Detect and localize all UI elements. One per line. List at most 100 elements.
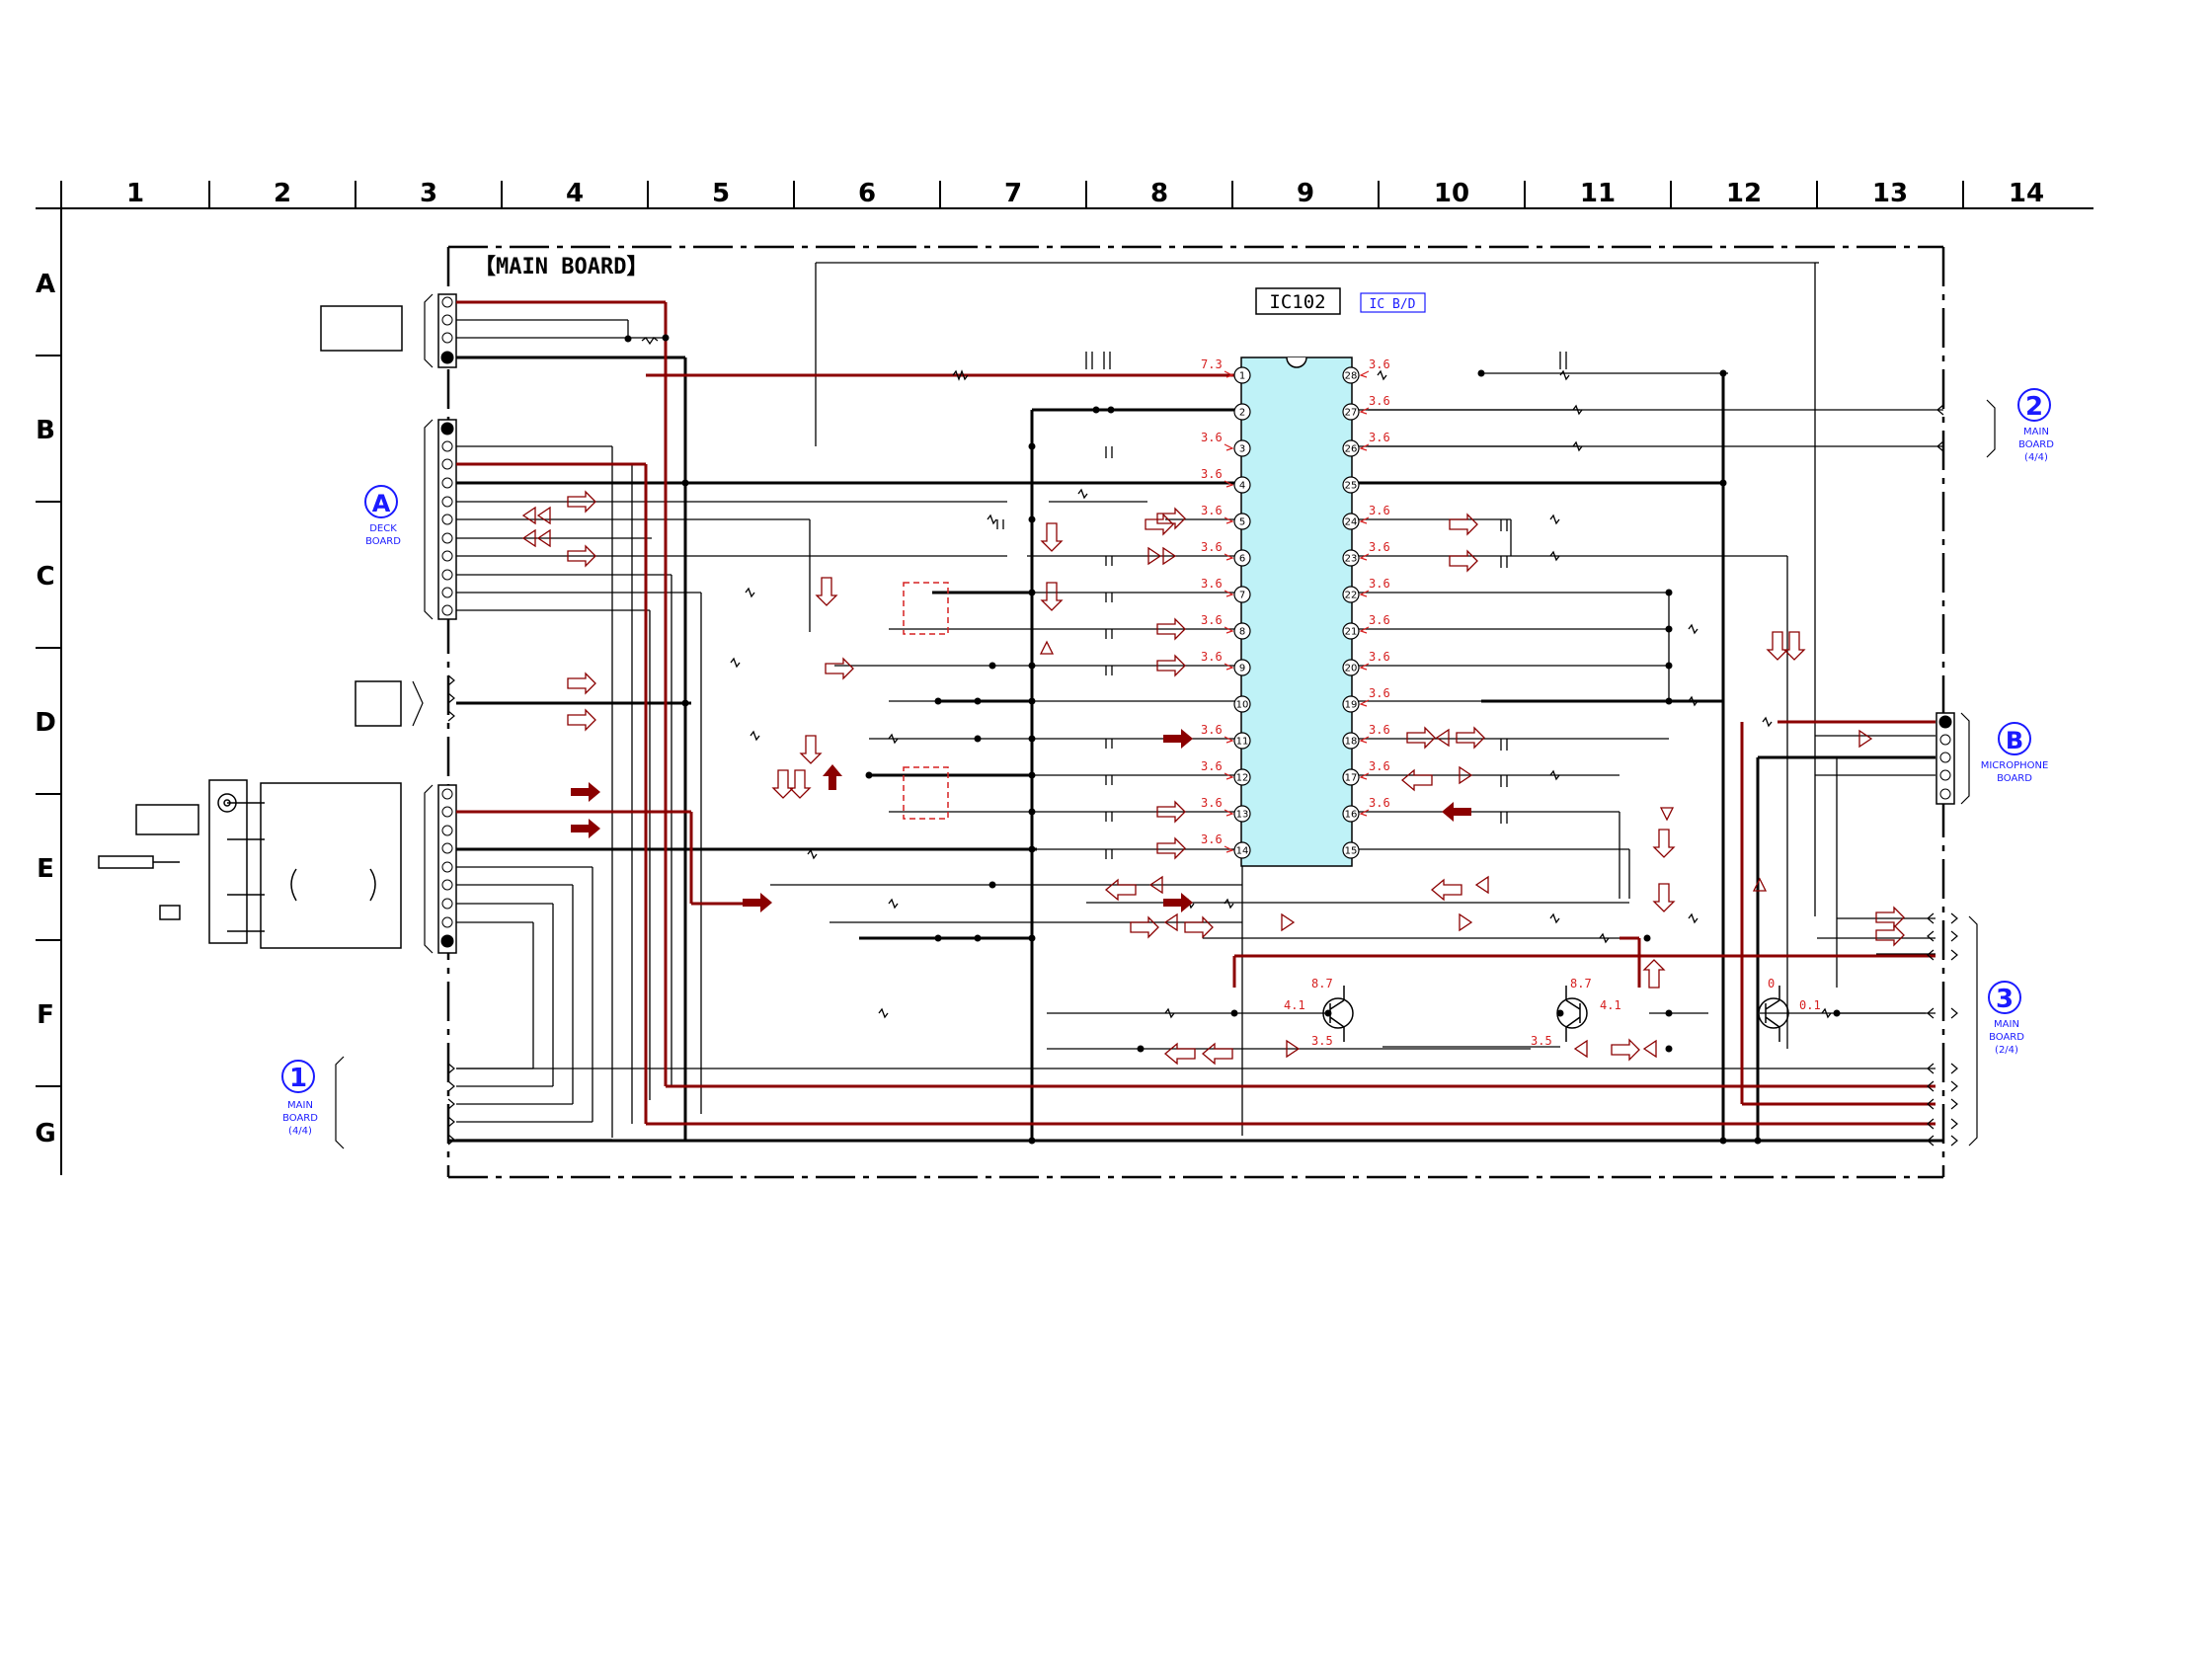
passive-components [641,337,1832,1019]
col-label: 9 [1297,179,1314,208]
q3-base-voltage: 0.1 [1799,998,1821,1012]
svg-text:DECK: DECK [369,523,397,534]
row-dividers [36,355,61,1087]
row-labels: A B C D E F G [35,270,56,1148]
connector-chevrons [447,404,1958,1147]
row-label: A [36,270,55,299]
ic-pin-number: 22 [1345,591,1358,601]
column-dividers [208,181,1964,208]
ic-pin-voltage: 3.6 [1369,540,1390,554]
connector-a-symbol: A [372,490,391,517]
svg-text:BOARD: BOARD [1997,773,2032,784]
left-components [98,305,403,949]
row-label: E [37,854,54,884]
row-label: C [36,562,54,592]
ic-pin-voltage: 3.6 [1201,759,1223,773]
ic-pin: 10 [1233,695,1251,713]
ic-pin-number: 3 [1239,444,1245,455]
ic-pin-voltage: 3.6 [1201,431,1223,444]
ic-pin-number: 12 [1236,773,1249,784]
ic-pins-left: 17.3233.643.653.663.673.683.693.610113.6… [1201,357,1251,859]
col-label: 6 [858,179,876,208]
ic-pin-number: 6 [1239,554,1245,565]
ic-pin: 163.6 [1342,796,1390,823]
svg-text:MAIN: MAIN [2023,427,2049,437]
connector-b: B MICROPHONE BOARD [1981,722,2049,784]
ic-pin-number: 10 [1236,700,1249,711]
ic-pin: 33.6 [1201,431,1251,457]
col-label: 8 [1150,179,1168,208]
ic-pin-voltage: 3.6 [1369,504,1390,517]
col-label: 13 [1872,179,1908,208]
transistor-q1 [1322,986,1354,1042]
svg-text:BOARD: BOARD [365,536,401,547]
ic-pin-voltage: 3.6 [1201,832,1223,846]
ic-pin: 263.6 [1342,431,1390,457]
ic-pin-number: 27 [1345,408,1358,419]
ic-pin-number: 9 [1239,664,1245,674]
transistor-q2 [1556,986,1588,1042]
ic-pin: 2 [1233,403,1251,421]
ic-pin-number: 28 [1345,371,1358,382]
ic-pin: 25 [1342,476,1360,494]
ic-pin: 17.3 [1201,357,1251,384]
ic-pin-number: 18 [1345,737,1358,748]
column-labels: 1 2 3 4 5 6 7 8 9 10 11 12 13 14 [126,179,2044,208]
q2-base-voltage: 4.1 [1600,998,1621,1012]
col-label: 2 [274,179,291,208]
connector-2-symbol: 2 [2025,392,2043,422]
ic-pin-number: 8 [1239,627,1245,638]
grid-frame [36,181,2094,1175]
connector-labels: 1 MAIN BOARD (4/4) 2 MAIN BOARD (4/4) 3 … [281,388,2054,1137]
connector-3: 3 MAIN BOARD (2/4) [1988,981,2024,1056]
ic-pin-voltage: 3.6 [1201,613,1223,627]
svg-text:BOARD: BOARD [282,1113,318,1124]
col-label: 3 [420,179,437,208]
ic-pin-voltage: 3.6 [1369,357,1390,371]
ic-pin: 183.6 [1342,723,1390,750]
ic-pin-voltage: 3.6 [1369,650,1390,664]
row-label: G [35,1119,55,1148]
ic-pin-voltage: 3.6 [1201,796,1223,810]
q1-emitter-voltage: 3.5 [1311,1034,1333,1048]
ic-pin-voltage: 3.6 [1369,394,1390,408]
row-label: B [36,416,55,445]
ic-pin-number: 5 [1239,517,1245,528]
connector-1: 1 MAIN BOARD (4/4) [281,1060,318,1137]
svg-text:MICROPHONE: MICROPHONE [1981,760,2049,771]
col-label: 14 [2009,179,2044,208]
ic-pin: 73.6 [1201,577,1251,603]
ic-pin-number: 4 [1239,481,1245,492]
ic-pin: 93.6 [1201,650,1251,676]
svg-text:BOARD: BOARD [1989,1032,2024,1043]
ic102 [1240,356,1353,867]
ic-pin: 203.6 [1342,650,1390,676]
ic-pin-voltage: 3.6 [1201,467,1223,481]
connector-braces [335,293,1996,1149]
black-wires [456,262,1943,1141]
col-label: 12 [1726,179,1762,208]
ic-pin-number: 19 [1345,700,1358,711]
ic-pin-number: 1 [1239,371,1245,382]
ic-pin-number: 2 [1239,408,1245,419]
q2-collector-voltage: 8.7 [1570,977,1592,990]
black-bus [448,356,1943,1143]
ic-pin: 273.6 [1342,394,1390,421]
connector-a: A DECK BOARD [364,485,401,547]
col-label: 1 [126,179,144,208]
ic-pin-number: 11 [1236,737,1249,748]
ic-name: IC102 [1269,291,1325,313]
svg-text:MAIN: MAIN [287,1100,313,1111]
ic-pin-voltage: 3.6 [1369,723,1390,737]
ic-pin-number: 7 [1239,591,1245,601]
ic-tag: IC B/D [1370,297,1416,312]
ic-pin-number: 14 [1236,846,1249,857]
q2-emitter-voltage: 3.5 [1531,1034,1552,1048]
ic-pin-number: 17 [1345,773,1358,784]
col-label: 11 [1580,179,1616,208]
ic-pin: 15 [1342,841,1360,859]
ic102-label: IC102 IC B/D [1255,287,1426,315]
row-label: D [35,708,56,738]
ic-pin-voltage: 3.6 [1369,796,1390,810]
dashed-boxes [903,582,949,820]
